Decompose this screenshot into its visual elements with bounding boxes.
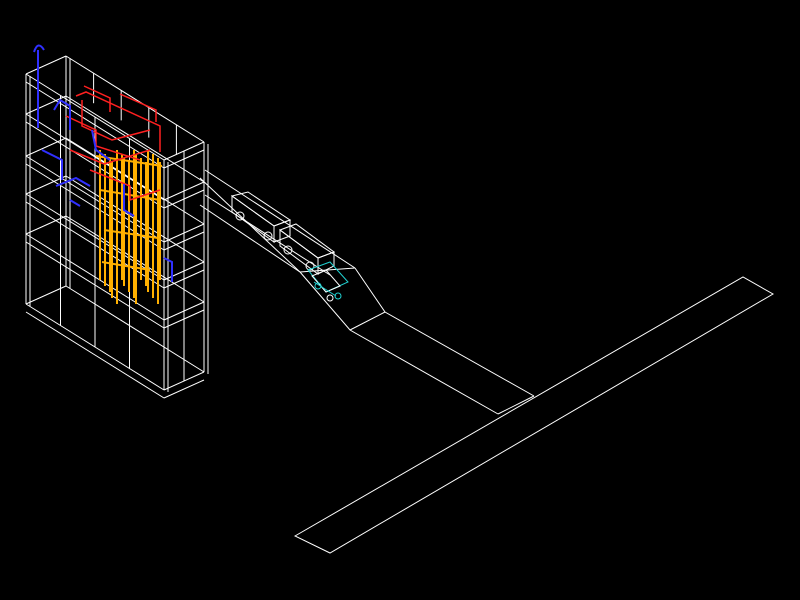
ramp [299, 267, 535, 415]
railing-line [163, 379, 205, 399]
electrical-lines [65, 85, 161, 202]
railing-line [25, 311, 165, 399]
floor-edge [25, 215, 67, 235]
floor-edge [65, 285, 205, 373]
walkway-platform [293, 276, 775, 554]
floor-edge [25, 95, 67, 115]
floor-edge [25, 175, 67, 195]
horizontal-pipe-run [103, 229, 159, 239]
floor-edge [25, 137, 67, 157]
cart-equipment [307, 261, 349, 302]
floor-edge [25, 55, 67, 75]
vertical-pipe-bundle [95, 150, 163, 304]
rail-car-1 [230, 191, 292, 243]
floor-edge [65, 55, 205, 143]
plumbing-lines [33, 44, 173, 282]
horizontal-pipe-run [101, 261, 151, 271]
floor-edge [65, 95, 205, 183]
floor-edge [25, 285, 67, 305]
